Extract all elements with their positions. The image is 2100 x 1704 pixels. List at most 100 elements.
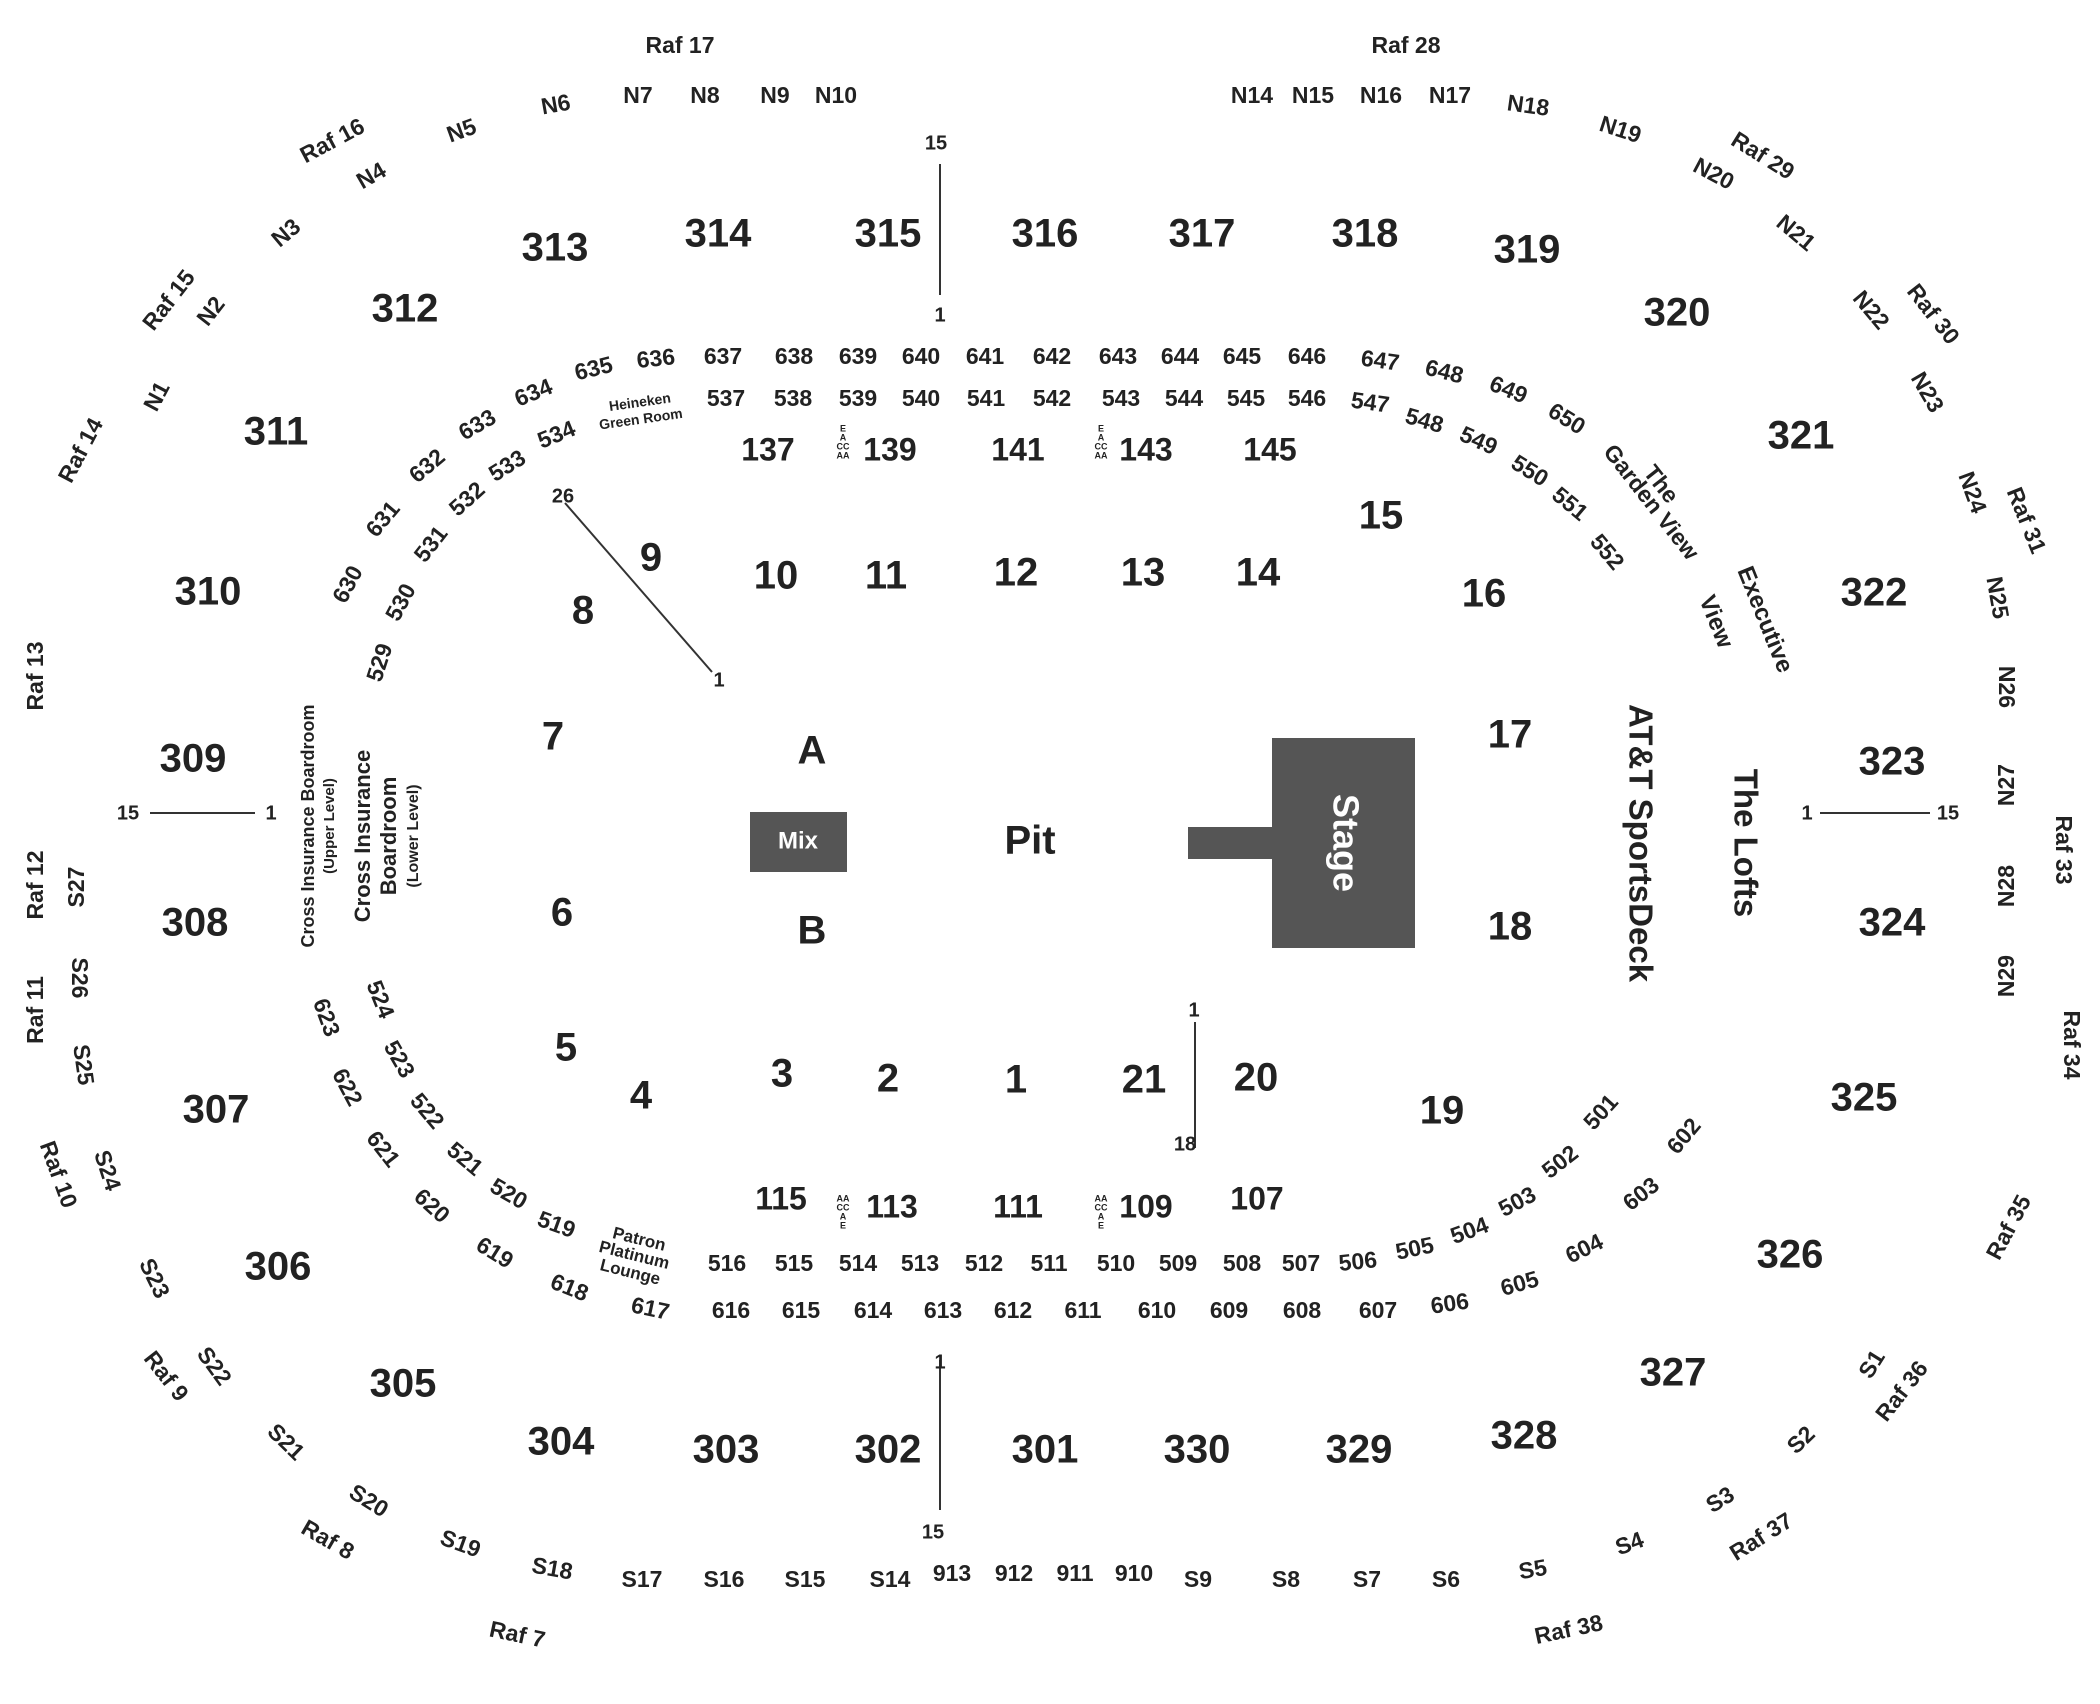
floor-section-a[interactable]: A bbox=[798, 729, 827, 773]
suite-529[interactable]: 529 bbox=[361, 640, 398, 685]
box-N9[interactable]: N9 bbox=[760, 82, 789, 108]
section-326[interactable]: 326 bbox=[1757, 1233, 1824, 1277]
suite-509[interactable]: 509 bbox=[1159, 1250, 1197, 1276]
suite-630[interactable]: 630 bbox=[327, 561, 368, 607]
section-322[interactable]: 322 bbox=[1841, 571, 1908, 615]
suite-642[interactable]: 642 bbox=[1033, 343, 1071, 369]
suite-602[interactable]: 602 bbox=[1661, 1113, 1706, 1159]
section-1[interactable]: 1 bbox=[1005, 1058, 1027, 1102]
rafter-38[interactable]: Raf 38 bbox=[1532, 1609, 1605, 1649]
suite-621[interactable]: 621 bbox=[361, 1126, 405, 1172]
suite-510[interactable]: 510 bbox=[1097, 1250, 1135, 1276]
suite-541[interactable]: 541 bbox=[967, 385, 1006, 411]
suite-604[interactable]: 604 bbox=[1561, 1228, 1607, 1268]
box-N28[interactable]: N28 bbox=[1993, 865, 2019, 907]
suite-508[interactable]: 508 bbox=[1223, 1250, 1262, 1276]
rafter-16[interactable]: Raf 16 bbox=[296, 113, 369, 168]
suite-512[interactable]: 512 bbox=[965, 1250, 1003, 1276]
floor-pit[interactable]: Pit bbox=[1004, 819, 1055, 863]
suite-519[interactable]: 519 bbox=[534, 1205, 579, 1243]
box-N15[interactable]: N15 bbox=[1292, 82, 1334, 108]
rafter-30[interactable]: Raf 30 bbox=[1902, 279, 1965, 349]
rafter-12[interactable]: Raf 12 bbox=[22, 850, 48, 919]
box-N3[interactable]: N3 bbox=[266, 213, 305, 252]
box-N16[interactable]: N16 bbox=[1360, 82, 1402, 108]
box-S17[interactable]: S17 bbox=[622, 1566, 663, 1592]
box-N20[interactable]: N20 bbox=[1689, 152, 1738, 195]
section-2[interactable]: 2 bbox=[877, 1057, 899, 1101]
box-S9[interactable]: S9 bbox=[1184, 1566, 1212, 1592]
section-323[interactable]: 323 bbox=[1859, 740, 1926, 784]
box-N2[interactable]: N2 bbox=[191, 291, 230, 330]
suite-619[interactable]: 619 bbox=[472, 1231, 518, 1273]
section-320[interactable]: 320 bbox=[1644, 291, 1711, 335]
section-325[interactable]: 325 bbox=[1831, 1076, 1898, 1120]
box-S4[interactable]: S4 bbox=[1612, 1526, 1648, 1560]
section-20[interactable]: 20 bbox=[1234, 1056, 1279, 1100]
suite-548[interactable]: 548 bbox=[1403, 402, 1447, 438]
section-327[interactable]: 327 bbox=[1640, 1351, 1707, 1395]
suite-513[interactable]: 513 bbox=[901, 1250, 939, 1276]
suite-506[interactable]: 506 bbox=[1337, 1246, 1378, 1276]
section-303[interactable]: 303 bbox=[693, 1428, 760, 1472]
suite-607[interactable]: 607 bbox=[1359, 1297, 1397, 1323]
rafter-9[interactable]: Raf 9 bbox=[139, 1346, 194, 1406]
section-316[interactable]: 316 bbox=[1012, 212, 1079, 256]
suite-646[interactable]: 646 bbox=[1288, 343, 1326, 369]
suite-502[interactable]: 502 bbox=[1537, 1139, 1583, 1183]
suite-544[interactable]: 544 bbox=[1165, 385, 1204, 411]
box-S3[interactable]: S3 bbox=[1701, 1481, 1739, 1518]
section-113[interactable]: 113 bbox=[866, 1188, 918, 1224]
suite-551[interactable]: 551 bbox=[1547, 481, 1593, 526]
rafter-33[interactable]: Raf 33 bbox=[2051, 815, 2077, 884]
rafter-11[interactable]: Raf 11 bbox=[22, 976, 48, 1044]
section-313[interactable]: 313 bbox=[522, 226, 589, 270]
box-N4[interactable]: N4 bbox=[352, 157, 391, 194]
rafter-34[interactable]: Raf 34 bbox=[2059, 1010, 2085, 1079]
box-S14[interactable]: S14 bbox=[870, 1566, 911, 1592]
suite-550[interactable]: 550 bbox=[1507, 449, 1553, 491]
box-N26[interactable]: N26 bbox=[1994, 666, 2020, 708]
suite-539[interactable]: 539 bbox=[839, 385, 877, 411]
rafter-13[interactable]: Raf 13 bbox=[22, 641, 48, 710]
box-912[interactable]: 912 bbox=[995, 1560, 1033, 1586]
section-307[interactable]: 307 bbox=[183, 1088, 250, 1132]
section-311[interactable]: 311 bbox=[244, 410, 309, 454]
section-315[interactable]: 315 bbox=[855, 212, 922, 256]
suite-622[interactable]: 622 bbox=[327, 1064, 368, 1110]
suite-538[interactable]: 538 bbox=[774, 385, 813, 411]
box-N25[interactable]: N25 bbox=[1981, 575, 2014, 621]
box-S1[interactable]: S1 bbox=[1853, 1345, 1890, 1383]
rafter-8[interactable]: Raf 8 bbox=[297, 1514, 359, 1565]
suite-522[interactable]: 522 bbox=[405, 1088, 450, 1134]
section-324[interactable]: 324 bbox=[1859, 901, 1926, 945]
box-S22[interactable]: S22 bbox=[192, 1342, 237, 1390]
section-8[interactable]: 8 bbox=[572, 589, 594, 633]
box-N18[interactable]: N18 bbox=[1506, 89, 1552, 121]
suite-631[interactable]: 631 bbox=[360, 496, 405, 542]
suite-644[interactable]: 644 bbox=[1161, 343, 1200, 369]
suite-639[interactable]: 639 bbox=[839, 343, 877, 369]
section-11[interactable]: 11 bbox=[865, 554, 907, 598]
section-21[interactable]: 21 bbox=[1122, 1058, 1167, 1102]
box-N22[interactable]: N22 bbox=[1848, 285, 1895, 334]
section-16[interactable]: 16 bbox=[1462, 572, 1507, 616]
suite-501[interactable]: 501 bbox=[1578, 1089, 1623, 1135]
suite-543[interactable]: 543 bbox=[1102, 385, 1140, 411]
suite-532[interactable]: 532 bbox=[444, 476, 490, 521]
suite-547[interactable]: 547 bbox=[1349, 387, 1391, 418]
suite-609[interactable]: 609 bbox=[1210, 1297, 1248, 1323]
section-330[interactable]: 330 bbox=[1164, 1428, 1231, 1472]
rafter-14[interactable]: Raf 14 bbox=[53, 413, 108, 486]
box-S16[interactable]: S16 bbox=[704, 1566, 745, 1592]
section-115[interactable]: 115 bbox=[755, 1180, 807, 1216]
box-S6[interactable]: S6 bbox=[1432, 1566, 1460, 1592]
section-107[interactable]: 107 bbox=[1230, 1180, 1283, 1216]
box-S24[interactable]: S24 bbox=[89, 1147, 126, 1194]
suite-503[interactable]: 503 bbox=[1494, 1181, 1540, 1222]
suite-614[interactable]: 614 bbox=[854, 1297, 893, 1323]
section-137[interactable]: 137 bbox=[741, 431, 794, 467]
suite-523[interactable]: 523 bbox=[379, 1036, 421, 1082]
suite-649[interactable]: 649 bbox=[1486, 370, 1531, 408]
executive-view-label[interactable]: Executive bbox=[1732, 563, 1799, 677]
